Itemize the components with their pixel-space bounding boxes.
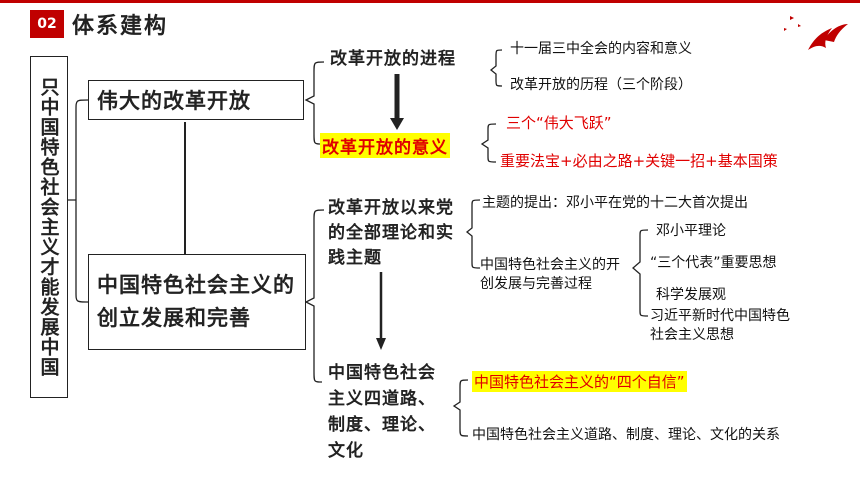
root-node: 只中国特色社会主义才能发展中国 (30, 56, 68, 398)
brace-process (632, 229, 649, 317)
arrow-head-mid (390, 118, 404, 130)
leaf-four-confidences: 中国特色社会主义的“四个自信” (472, 371, 687, 392)
small-bird-icon-3 (784, 28, 787, 31)
brace-theme (465, 199, 481, 269)
leaf-plenum: 十一届三中全会的内容和意义 (510, 41, 692, 57)
leaf-magic-weapon: 重要法宝+必由之路+关键一招+基本国策 (500, 152, 778, 170)
header-bar (0, 0, 860, 3)
bird-body (808, 28, 832, 50)
section-badge: 02 (30, 10, 64, 38)
brace-progress (489, 49, 503, 87)
node-four: 中国特色社会主义四道路、制度、理论、文化 (328, 363, 436, 461)
small-bird-icon-2 (798, 24, 801, 27)
branch-reform: 伟大的改革开放 (88, 80, 304, 120)
root-label: 只中国特色社会主义才能发展中国 (37, 77, 60, 377)
brace-socialism (304, 209, 325, 383)
small-bird-icon-1 (790, 16, 794, 20)
brace-root (66, 99, 89, 303)
branch-socialism-label: 中国特色社会主义的创立发展和完善 (97, 272, 295, 330)
node-progress: 改革开放的进程 (330, 49, 456, 69)
node-significance: 改革开放的意义 (320, 133, 450, 158)
bird-wing (824, 24, 848, 42)
leaf-xi-thought: 习近平新时代中国特色社会主义思想 (650, 308, 790, 343)
brace-reform (304, 61, 325, 145)
leaf-relations: 中国特色社会主义道路、制度、理论、文化的关系 (472, 427, 780, 443)
page-title: 体系建构 (72, 14, 169, 39)
branch-reform-label: 伟大的改革开放 (97, 88, 251, 113)
brace-significance (480, 123, 497, 163)
leaf-stages: 改革开放的历程（三个阶段） (510, 77, 692, 93)
bird-icon (784, 16, 848, 50)
leaf-three-represents: “三个代表”重要思想 (650, 255, 777, 271)
leaf-theme-proposal: 主题的提出：邓小平在党的十二大首次提出 (482, 195, 748, 211)
leaf-deng-theory: 邓小平理论 (656, 223, 726, 239)
node-theme: 改革开放以来党的全部理论和实践主题 (328, 198, 454, 268)
leaf-pioneering: 中国特色社会主义的开创发展与完善过程 (480, 257, 620, 292)
brace-four (452, 379, 469, 437)
arrow-head-lower (376, 338, 386, 350)
branch-socialism: 中国特色社会主义的创立发展和完善 (88, 254, 306, 350)
leaf-three-leaps: 三个“伟大飞跃” (506, 114, 612, 132)
leaf-scientific: 科学发展观 (656, 287, 726, 303)
